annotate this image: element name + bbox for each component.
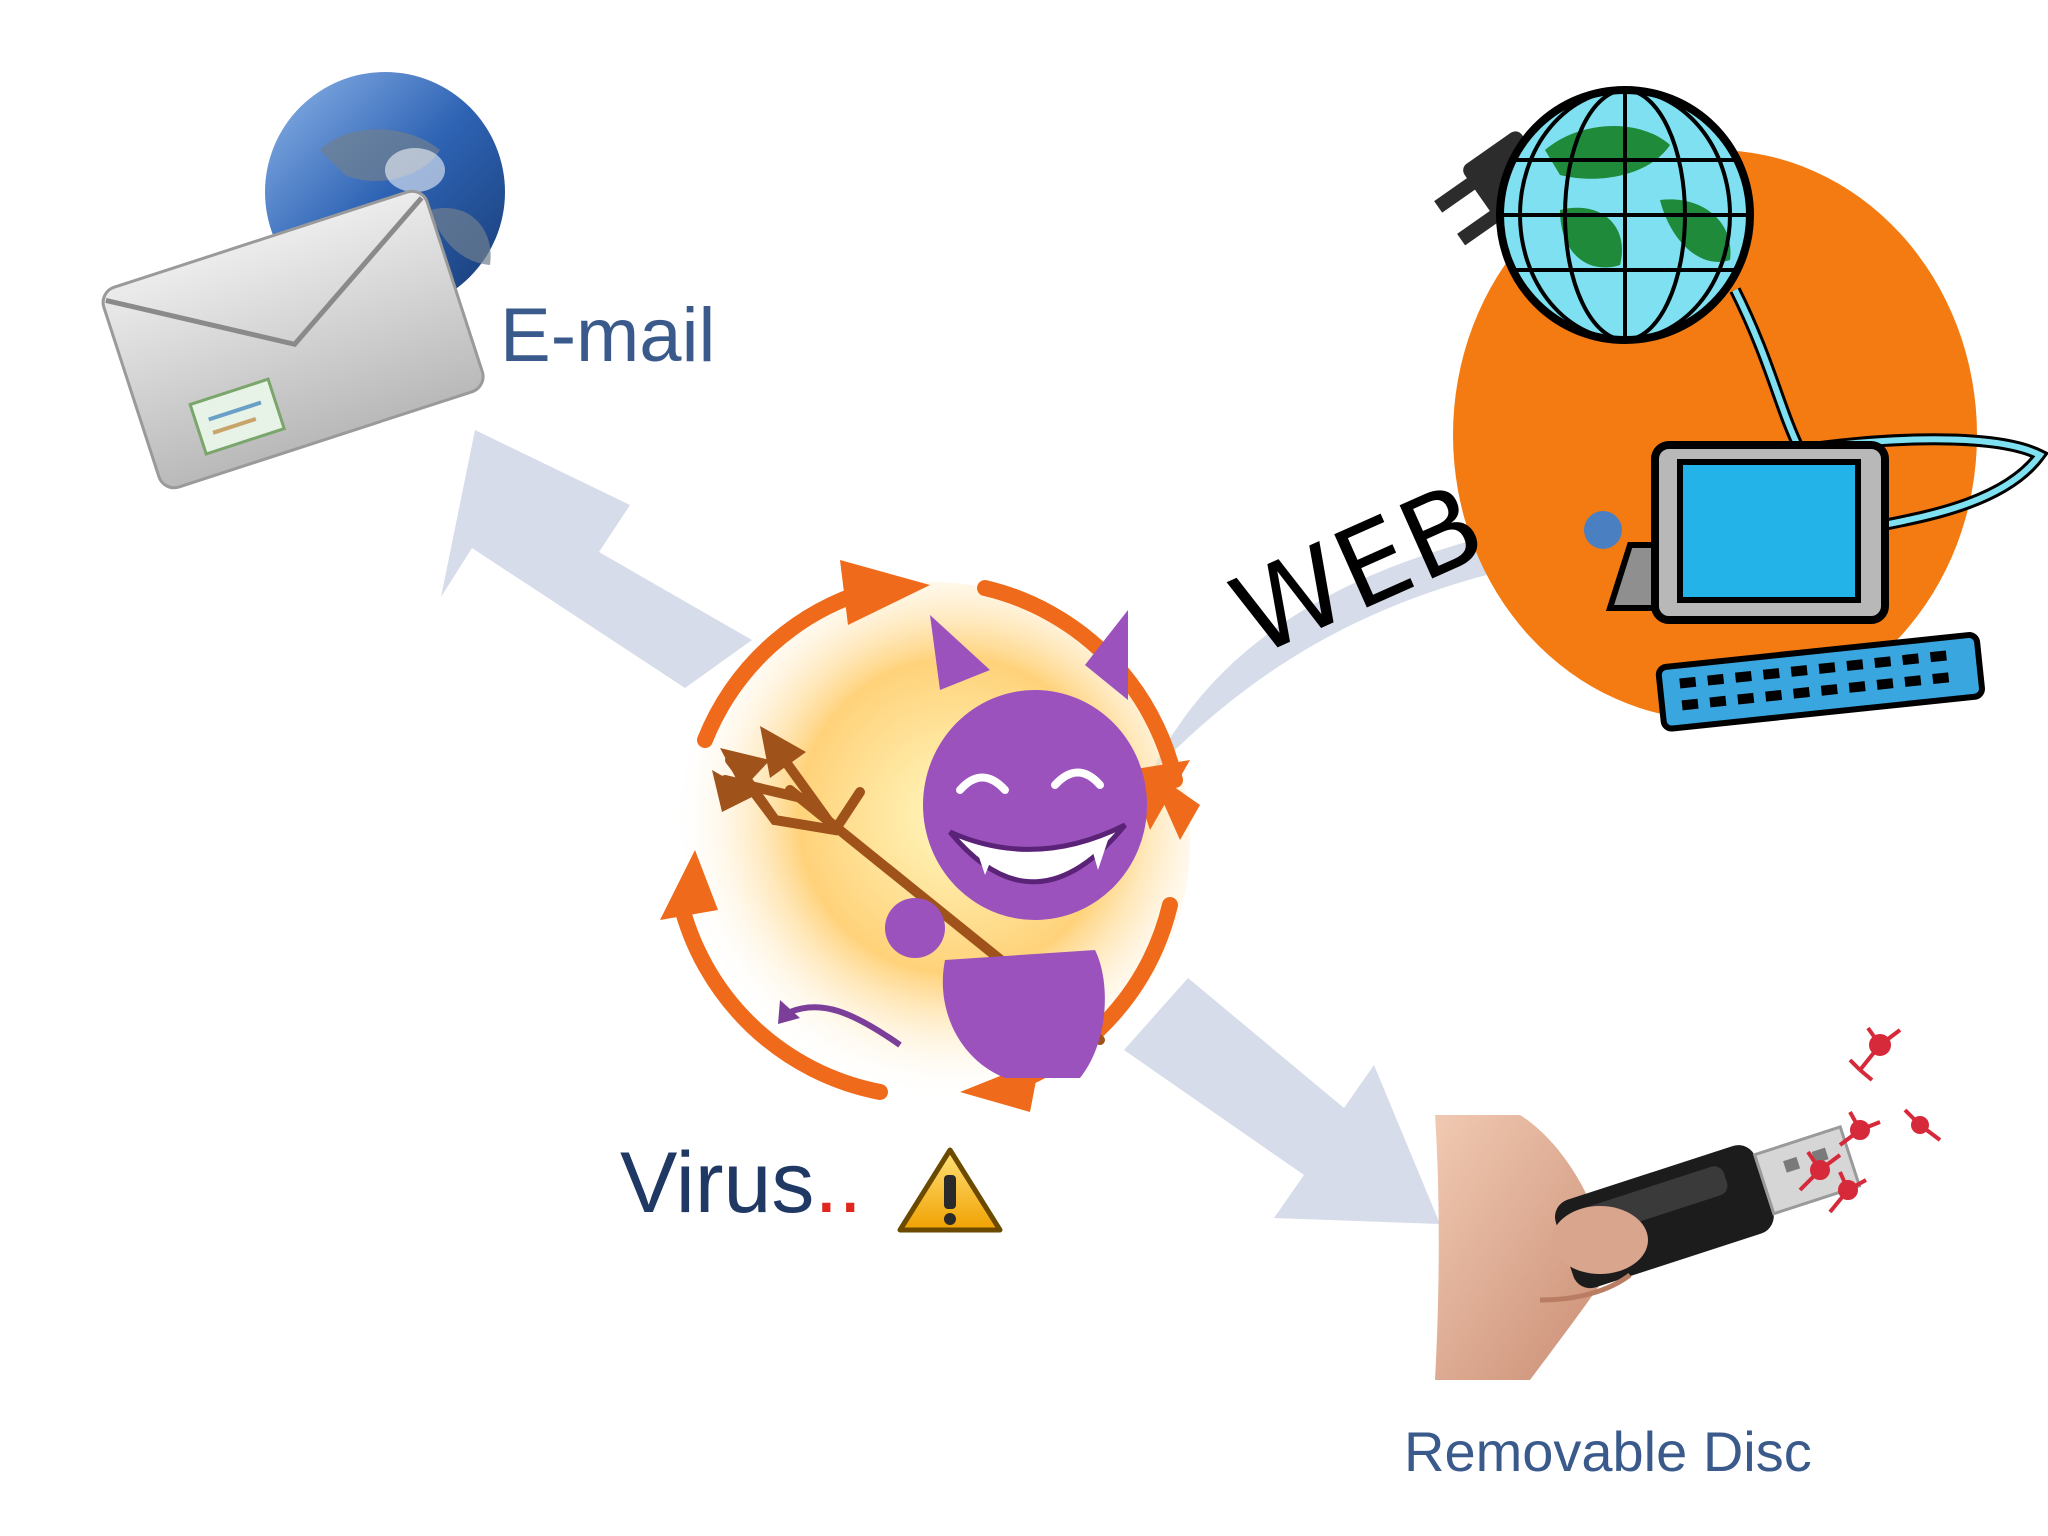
virus-label-text: Virus [620, 1135, 815, 1231]
networked-computer-icon [1434, 86, 2048, 732]
email-label: E-mail [500, 293, 716, 378]
virus-label: Virus.. [620, 1140, 862, 1226]
envelope-globe-icon [101, 72, 505, 490]
removable-disc-label: Removable Disc [1404, 1420, 1812, 1483]
warning-triangle-icon [897, 1147, 1003, 1233]
connector-dot [1584, 511, 1622, 549]
virus-label-dots: .. [814, 1135, 863, 1231]
arrow-to-removable-disc [1124, 978, 1440, 1224]
devil-virus-icon [660, 560, 1200, 1112]
usb-drive-icon [1435, 1026, 1942, 1380]
arrow-to-email [441, 430, 752, 688]
